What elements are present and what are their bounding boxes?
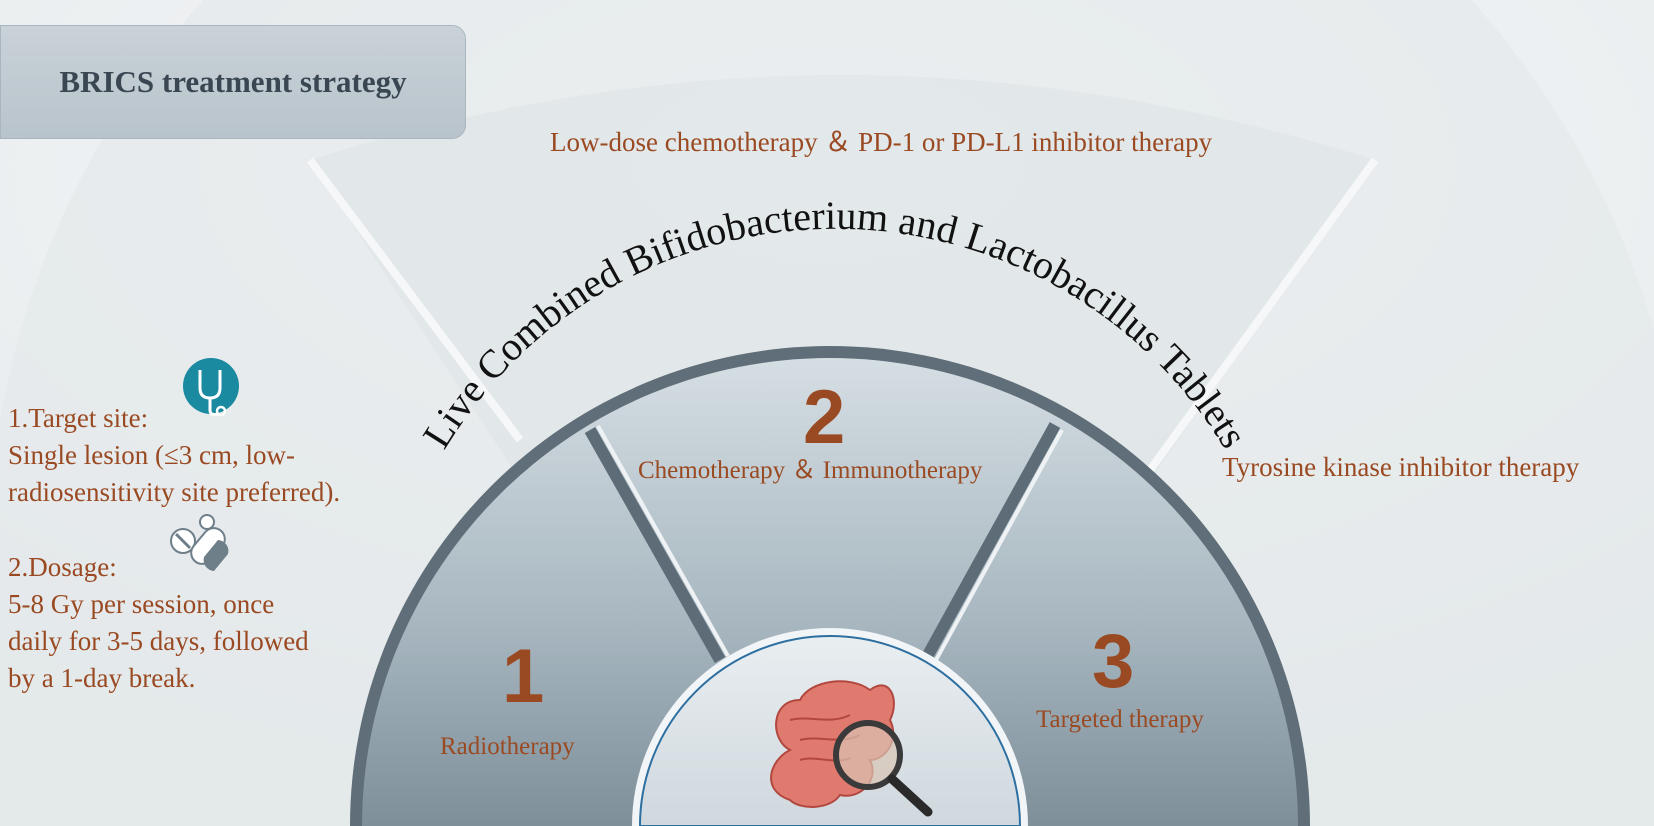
dosage-line: 5-8 Gy per session, once bbox=[8, 589, 275, 619]
outer-top-label: Low-dose chemotherapy ＆ PD-1 or PD-L1 in… bbox=[550, 127, 1213, 157]
segment-3-number: 3 bbox=[1092, 619, 1135, 704]
segment-1-label: Radiotherapy bbox=[440, 733, 575, 760]
intestine-magnifier-icon bbox=[770, 680, 933, 817]
title-box: BRICS treatment strategy bbox=[0, 25, 466, 139]
page-title: BRICS treatment strategy bbox=[59, 64, 407, 99]
outer-right-label: Tyrosine kinase inhibitor therapy bbox=[1222, 452, 1580, 482]
segment-2-number: 2 bbox=[803, 375, 846, 460]
segment-1-number: 1 bbox=[502, 634, 545, 719]
dosage-line: daily for 3-5 days, followed bbox=[8, 626, 309, 656]
target-site-heading: 1.Target site: bbox=[8, 403, 149, 433]
target-site-line: Single lesion (≤3 cm, low- bbox=[8, 440, 296, 470]
dosage-heading: 2.Dosage: bbox=[8, 552, 117, 582]
stethoscope-icon bbox=[183, 358, 239, 417]
radiotherapy-details: 1.Target site: Single lesion (≤3 cm, low… bbox=[8, 400, 340, 697]
dosage-line: by a 1-day break. bbox=[8, 663, 196, 693]
pills-icon bbox=[170, 514, 229, 571]
segment-2-label: Chemotherapy ＆ Immunotherapy bbox=[638, 457, 983, 484]
segment-3-label: Targeted therapy bbox=[1036, 706, 1204, 733]
target-site-line: radiosensitivity site preferred). bbox=[8, 477, 341, 507]
